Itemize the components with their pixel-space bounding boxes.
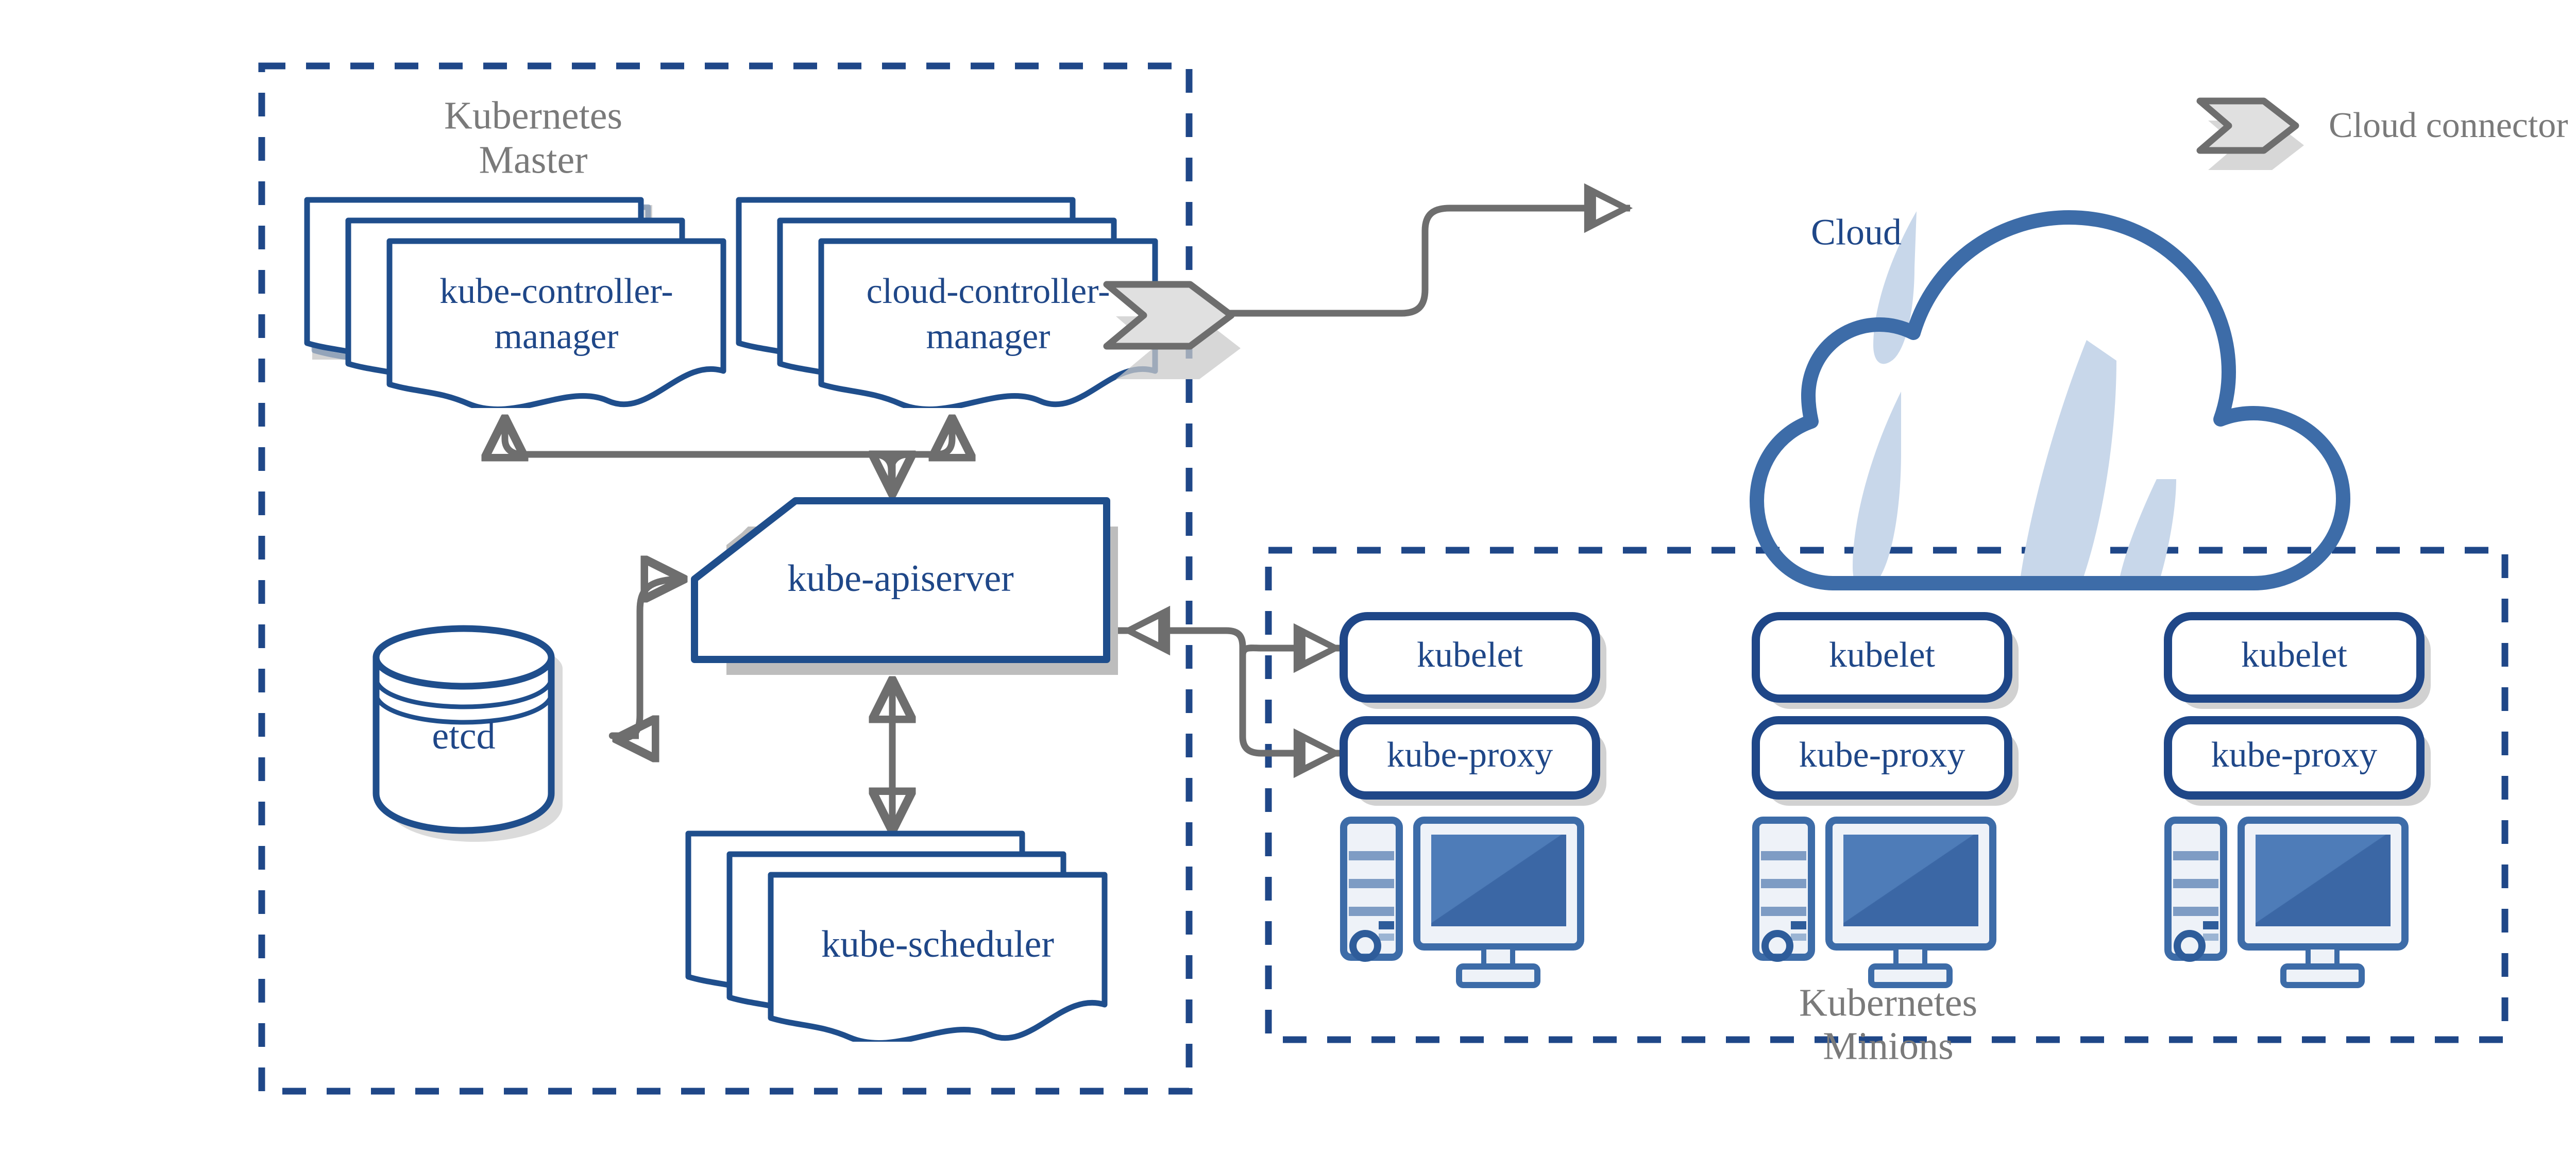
node-kubelet-3[interactable]: kubelet	[2164, 612, 2431, 709]
kube-proxy-2-label: kube-proxy	[1799, 735, 1965, 775]
kube-controller-manager-label-line2: manager	[495, 317, 619, 357]
cloud-connector-icon[interactable]	[1103, 281, 1241, 379]
kubelet-3-label: kubelet	[2241, 635, 2348, 675]
edge-apiserver-to-controller-managers	[505, 418, 952, 495]
edge-etcd-apiserver	[608, 579, 684, 739]
node-kube-apiserver[interactable]: kube-apiserver	[691, 497, 1118, 675]
legend-chevron-icon	[2196, 97, 2304, 170]
node-etcd[interactable]: etcd	[372, 625, 563, 842]
kube-scheduler-label: kube-scheduler	[821, 923, 1054, 965]
minion-node-1: kubelet kube-proxy	[1340, 612, 1606, 988]
kubelet-1-label: kubelet	[1417, 635, 1523, 675]
computer-icon-3[interactable]	[2164, 817, 2409, 988]
node-kube-proxy-1[interactable]: kube-proxy	[1340, 716, 1606, 806]
kubernetes-master-boundary	[258, 62, 1193, 1095]
computer-icon-2[interactable]	[1752, 817, 1996, 988]
node-kube-controller-manager[interactable]: kube-controller- manager	[307, 200, 723, 410]
minion-node-3: kubelet kube-proxy	[2164, 612, 2431, 988]
edge-apiserver-minion	[1113, 605, 1343, 778]
minions-label-line2: Minions	[1823, 1024, 1953, 1067]
edge-cloudconnector-cloud	[1200, 183, 1633, 317]
node-cloud-controller-manager[interactable]: cloud-controller- manager	[739, 200, 1155, 410]
cloud-controller-manager-label-line2: manager	[926, 317, 1050, 357]
minion-node-2: kubelet kube-proxy	[1752, 612, 2019, 988]
kubernetes-minions-label: Kubernetes Minions	[1799, 981, 1977, 1067]
cloud-controller-manager-label-line1: cloud-controller-	[867, 272, 1110, 311]
node-cloud[interactable]: Cloud	[1750, 210, 2350, 590]
kubernetes-master-label: Kubernetes Master	[444, 94, 622, 181]
kube-apiserver-label: kube-apiserver	[787, 557, 1014, 600]
etcd-label: etcd	[432, 715, 495, 757]
node-kubelet-1[interactable]: kubelet	[1340, 612, 1606, 709]
kubernetes-minions-boundary	[1265, 547, 2509, 1043]
kube-proxy-1-label: kube-proxy	[1387, 735, 1553, 775]
minions-label-line1: Kubernetes	[1799, 981, 1977, 1024]
cloud-label: Cloud	[1811, 212, 1902, 253]
computer-icon-1[interactable]	[1340, 817, 1584, 988]
legend-cloud-connector: Cloud connector	[2196, 97, 2568, 170]
node-kube-proxy-2[interactable]: kube-proxy	[1752, 716, 2019, 806]
kubelet-2-label: kubelet	[1829, 635, 1936, 675]
master-label-line1: Kubernetes	[444, 94, 622, 137]
node-kube-scheduler[interactable]: kube-scheduler	[688, 834, 1105, 1043]
legend-cloud-connector-label: Cloud connector	[2329, 106, 2568, 145]
kube-controller-manager-label-line1: kube-controller-	[439, 272, 673, 311]
node-kubelet-2[interactable]: kubelet	[1752, 612, 2019, 709]
kube-proxy-3-label: kube-proxy	[2211, 735, 2378, 775]
master-label-line2: Master	[479, 138, 587, 181]
node-kube-proxy-3[interactable]: kube-proxy	[2164, 716, 2431, 806]
